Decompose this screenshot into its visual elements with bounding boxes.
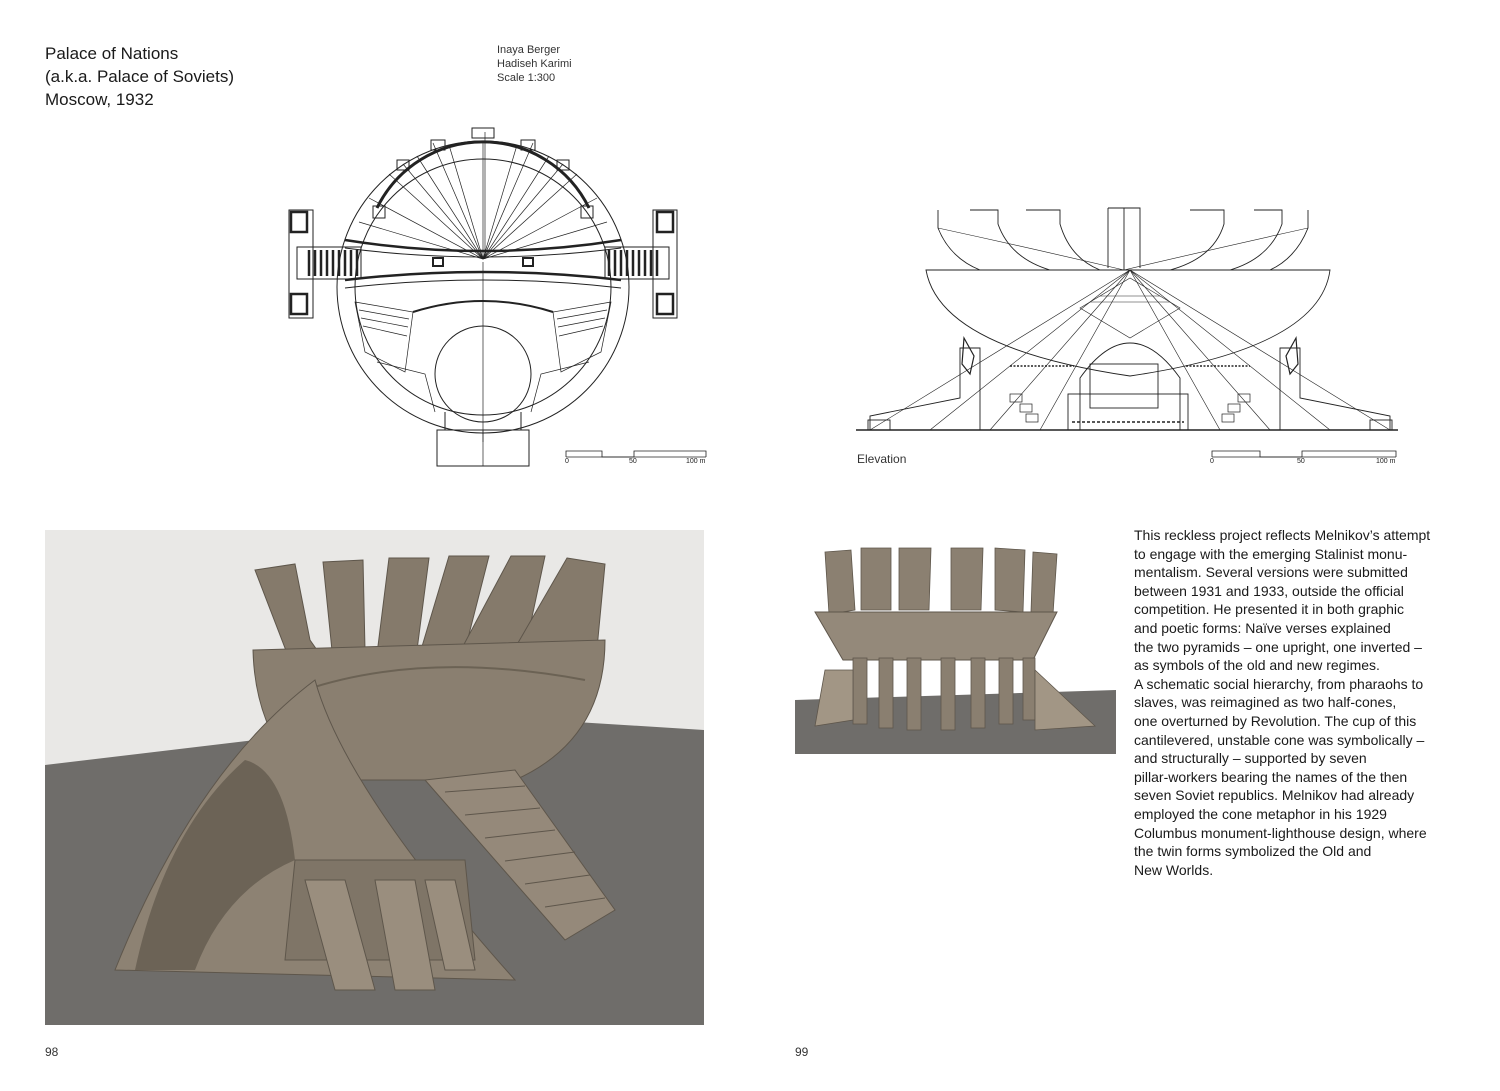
body-text: This reckless project reflects Melnikov’… <box>1134 526 1474 879</box>
body-line: as symbols of the old and new regimes. <box>1134 657 1380 674</box>
plan-scale-50: 50 <box>629 458 637 465</box>
body-line: to engage with the emerging Stalinist mo… <box>1134 545 1408 562</box>
body-line: Columbus monument-lighthouse design, whe… <box>1134 824 1427 841</box>
body-line: slaves, was reimagined as two half-cones… <box>1134 694 1397 711</box>
credit-author-2: Hadiseh Karimi <box>497 58 572 70</box>
plan-scalebar <box>565 450 707 458</box>
body-line: one overturned by Revolution. The cup of… <box>1134 712 1417 729</box>
page-title: Palace of Nations (a.k.a. Palace of Sovi… <box>45 42 234 111</box>
elevation-scale-50: 50 <box>1297 458 1305 465</box>
body-line: competition. He presented it in both gra… <box>1134 601 1405 618</box>
title-line-2: (a.k.a. Palace of Soviets) <box>45 67 234 86</box>
body-line: the twin forms symbolized the Old and <box>1134 843 1372 860</box>
elevation-scalebar <box>1211 450 1397 458</box>
body-line: cantilevered, unstable cone was symbolic… <box>1134 731 1425 748</box>
model-photo-small <box>795 530 1116 754</box>
elevation-caption: Elevation <box>857 452 907 466</box>
body-line: between 1931 and 1933, outside the offic… <box>1134 582 1404 599</box>
body-line: the two pyramids – one upright, one inve… <box>1134 638 1422 655</box>
page-number-right: 99 <box>795 1045 809 1059</box>
credit-author-1: Inaya Berger <box>497 44 560 56</box>
body-line: pillar-workers bearing the names of the … <box>1134 768 1408 785</box>
body-line: and poetic forms: Naïve verses explained <box>1134 619 1391 636</box>
elevation-drawing <box>856 207 1398 431</box>
drawing-credits: Inaya Berger Hadiseh Karimi Scale 1:300 <box>497 43 572 85</box>
plan-scale-100: 100 m <box>686 458 706 465</box>
plan-scale-0: 0 <box>565 458 569 465</box>
floor-plan-drawing <box>288 127 678 467</box>
body-line: A schematic social hierarchy, from phara… <box>1134 675 1424 692</box>
body-line: and structurally – supported by seven <box>1134 750 1367 767</box>
page-number-left: 98 <box>45 1045 59 1059</box>
body-line: employed the cone metaphor in his 1929 <box>1134 805 1387 822</box>
credit-scale: Scale 1:300 <box>497 72 556 84</box>
model-photo-large <box>45 530 704 1025</box>
elevation-scale-100: 100 m <box>1376 458 1396 465</box>
title-line-3: Moscow, 1932 <box>45 90 154 109</box>
body-line: New Worlds. <box>1134 861 1214 878</box>
elevation-scale-0: 0 <box>1210 458 1214 465</box>
body-line: mentalism. Several versions were submitt… <box>1134 564 1408 581</box>
title-line-1: Palace of Nations <box>45 44 179 63</box>
body-line: seven Soviet republics. Melnikov had alr… <box>1134 787 1415 804</box>
body-line: This reckless project reflects Melnikov’… <box>1134 527 1431 543</box>
